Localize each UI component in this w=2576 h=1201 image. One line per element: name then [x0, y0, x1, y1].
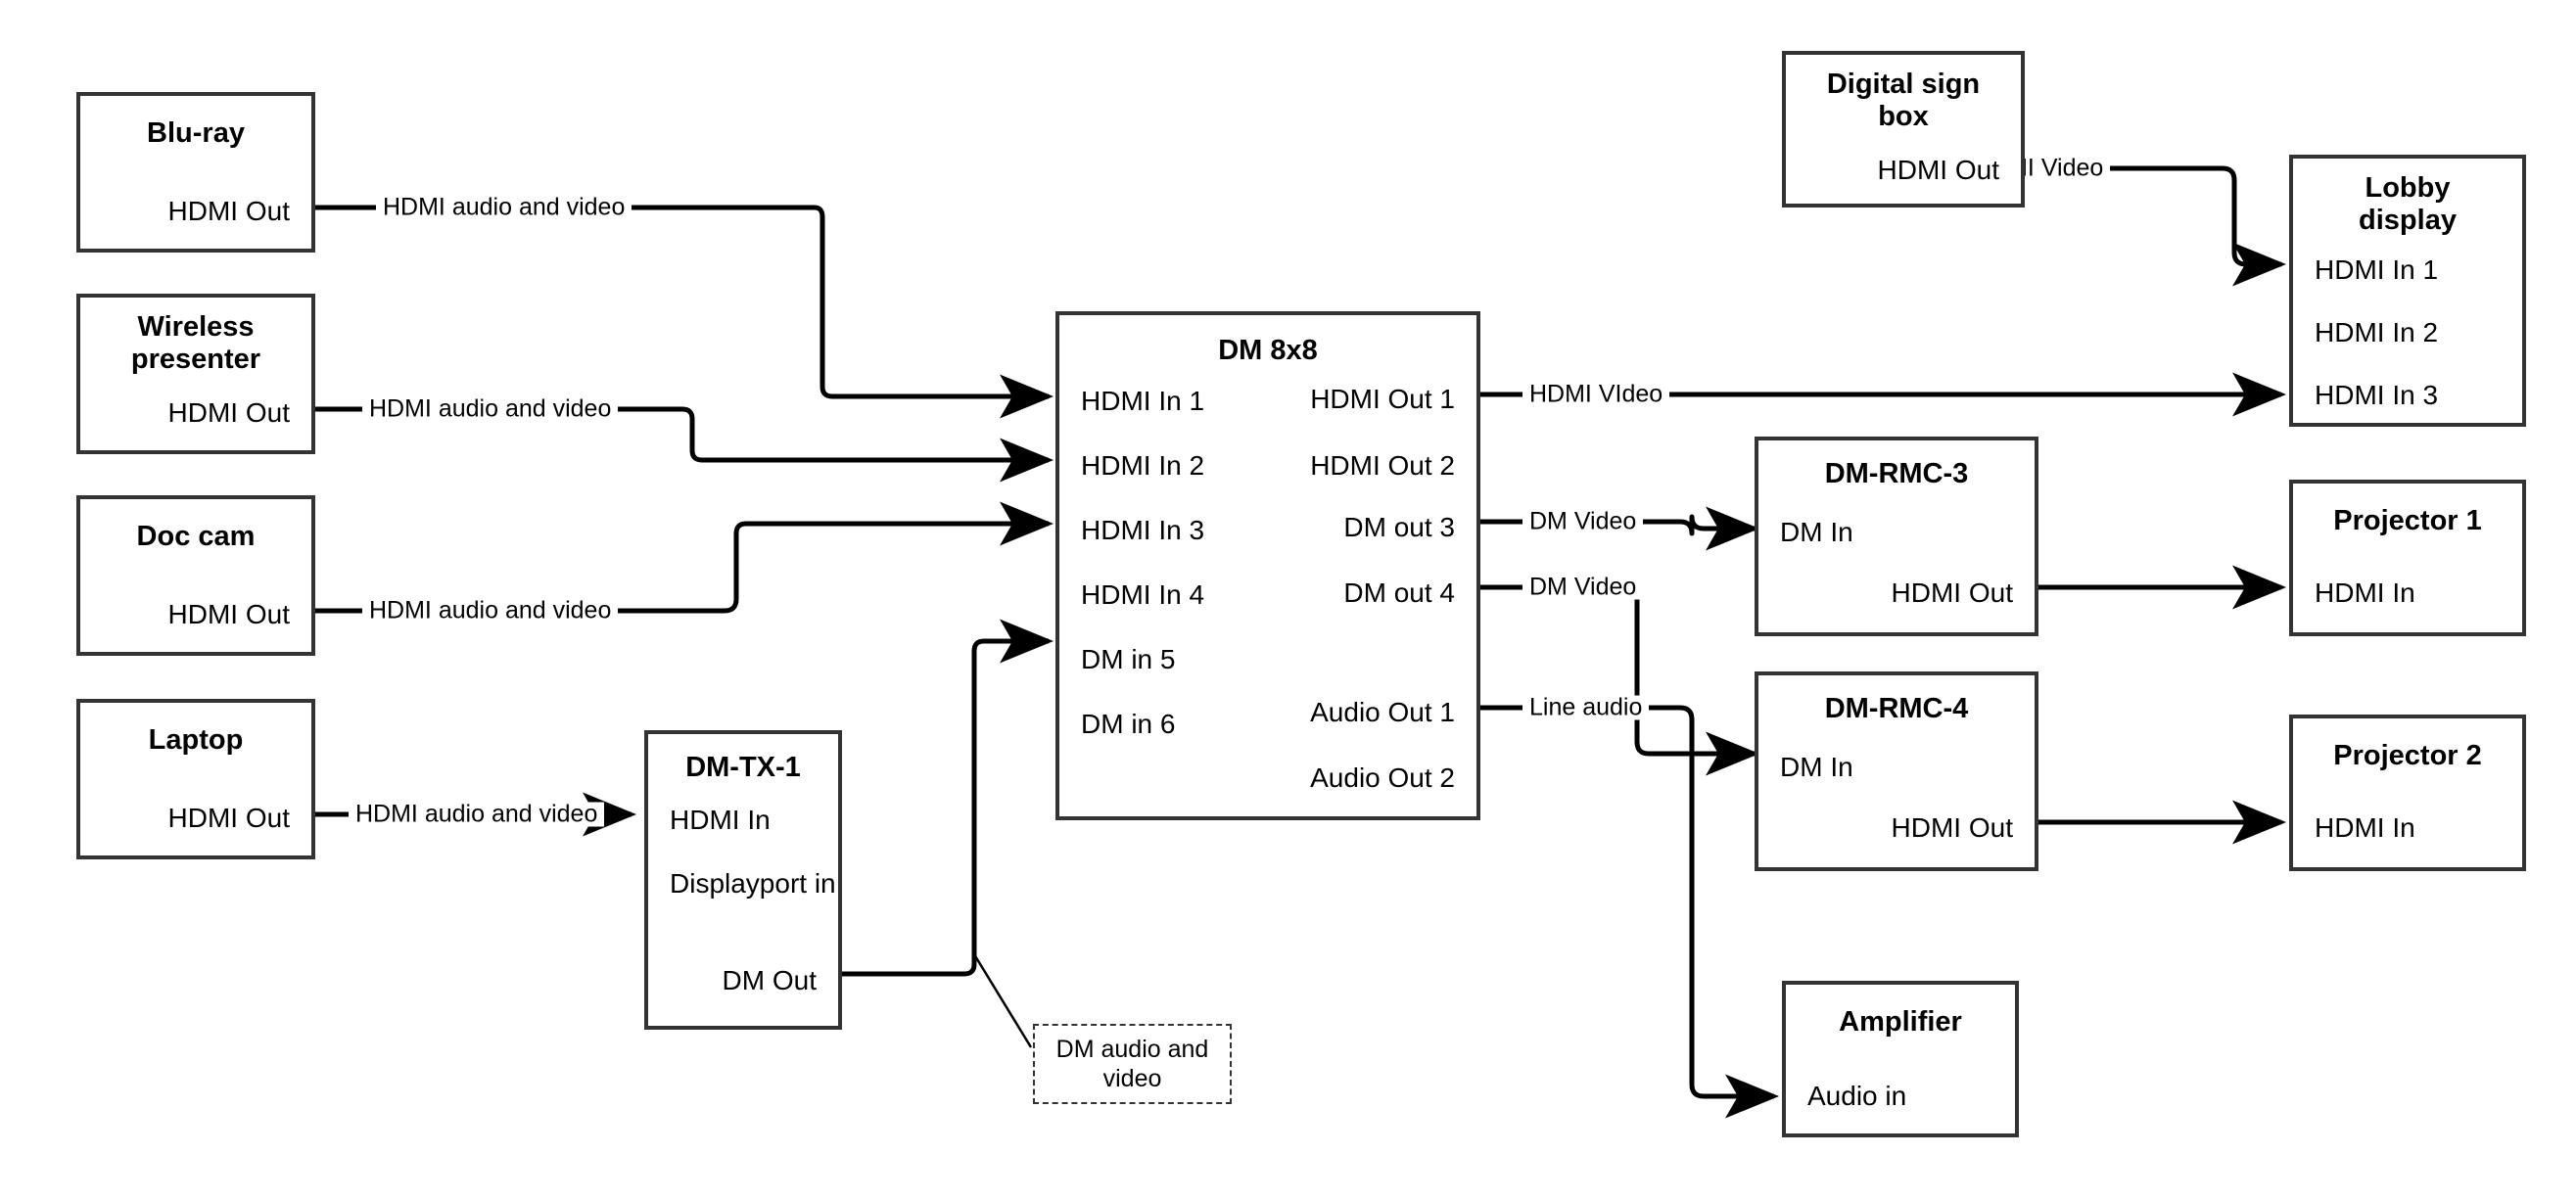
- callout-dm-audio-and-video: DM audio and video: [1033, 1024, 1232, 1104]
- node-projector-2[interactable]: Projector 2 HDMI In: [2289, 715, 2526, 871]
- node-amplifier[interactable]: Amplifier Audio in: [1782, 981, 2019, 1137]
- port-dm-out[interactable]: DM Out: [722, 965, 817, 995]
- node-dm-8x8[interactable]: DM 8x8 HDMI In 1 HDMI In 2 HDMI In 3 HDM…: [1055, 311, 1480, 820]
- wire-label-audio-out-1: Line audio: [1522, 695, 1650, 720]
- node-title: DM-RMC-4: [1824, 693, 1969, 724]
- node-title: Laptop: [148, 724, 244, 756]
- node-title: Lobby display: [2359, 172, 2457, 237]
- port-displayport-in[interactable]: Displayport in: [670, 868, 836, 899]
- port-dm-in-5[interactable]: DM in 5: [1081, 644, 1176, 674]
- wire-label-dm-out-4: DM Video: [1522, 575, 1644, 600]
- wire-label-bluray: HDMI audio and video: [376, 195, 632, 220]
- port-hdmi-in-2[interactable]: HDMI In 2: [1081, 450, 1205, 481]
- port-hdmi-out-1[interactable]: HDMI Out 1: [1310, 384, 1455, 414]
- node-dm-rmc-3[interactable]: DM-RMC-3 DM In HDMI Out: [1755, 437, 2038, 636]
- wire-label-hdmi-out-1: HDMI VIdeo: [1522, 382, 1670, 407]
- wire-label-wireless: HDMI audio and video: [362, 396, 619, 422]
- port-hdmi-out[interactable]: HDMI Out: [167, 397, 290, 428]
- node-title: DM 8x8: [1218, 335, 1318, 366]
- node-wireless-presenter[interactable]: Wireless presenter HDMI Out: [76, 294, 315, 454]
- wire-label-laptop: HDMI audio and video: [349, 802, 605, 827]
- port-hdmi-out-2[interactable]: HDMI Out 2: [1310, 450, 1455, 481]
- node-laptop[interactable]: Laptop HDMI Out: [76, 699, 315, 859]
- node-dm-rmc-4[interactable]: DM-RMC-4 DM In HDMI Out: [1755, 671, 2038, 871]
- node-title: Projector 2: [2333, 740, 2482, 771]
- port-hdmi-in-3[interactable]: HDMI In 3: [1081, 515, 1205, 545]
- wire-dmtx1-to-dm8x8: [842, 619, 1054, 977]
- port-hdmi-in[interactable]: HDMI In: [2315, 812, 2415, 843]
- port-hdmi-in-1[interactable]: HDMI In 1: [1081, 386, 1205, 416]
- port-hdmi-out[interactable]: HDMI Out: [1891, 577, 2013, 608]
- wire-bluray-to-dm8x8: [315, 205, 1054, 419]
- port-audio-out-1[interactable]: Audio Out 1: [1310, 697, 1455, 727]
- port-dm-in[interactable]: DM In: [1780, 517, 1853, 547]
- node-doc-cam[interactable]: Doc cam HDMI Out: [76, 495, 315, 656]
- port-hdmi-in-1[interactable]: HDMI In 1: [2315, 254, 2439, 285]
- port-hdmi-in[interactable]: HDMI In: [2315, 577, 2415, 608]
- port-hdmi-in-2[interactable]: HDMI In 2: [2315, 317, 2439, 347]
- wire-dm8x8-out4-to-rmc4: [1480, 584, 1759, 776]
- port-hdmi-out[interactable]: HDMI Out: [167, 599, 290, 629]
- port-hdmi-out[interactable]: HDMI Out: [167, 196, 290, 226]
- node-blu-ray[interactable]: Blu-ray HDMI Out: [76, 92, 315, 253]
- port-hdmi-out[interactable]: HDMI Out: [167, 803, 290, 833]
- node-title: DM-RMC-3: [1824, 458, 1969, 489]
- node-title: Blu-ray: [147, 117, 245, 149]
- node-title: DM-TX-1: [685, 752, 801, 783]
- port-hdmi-in-3[interactable]: HDMI In 3: [2315, 380, 2439, 410]
- port-hdmi-out[interactable]: HDMI Out: [1877, 155, 1999, 185]
- wire-dm8x8-audio1-to-amplifier: [1480, 705, 1779, 1119]
- port-hdmi-in[interactable]: HDMI In: [670, 805, 771, 835]
- node-title: Doc cam: [136, 521, 256, 552]
- node-title: Projector 1: [2333, 505, 2482, 536]
- node-digital-sign-box[interactable]: Digital sign box HDMI Out: [1782, 51, 2025, 208]
- node-dm-tx-1[interactable]: DM-TX-1 HDMI In Displayport in DM Out: [644, 730, 842, 1030]
- port-hdmi-out[interactable]: HDMI Out: [1891, 812, 2013, 843]
- port-dm-out-3[interactable]: DM out 3: [1343, 512, 1455, 542]
- wire-label-doccam: HDMI audio and video: [362, 598, 619, 624]
- port-dm-in[interactable]: DM In: [1780, 752, 1853, 782]
- wire-label-dm-out-3: DM Video: [1522, 509, 1644, 534]
- port-hdmi-in-4[interactable]: HDMI In 4: [1081, 579, 1205, 610]
- node-title: Amplifier: [1839, 1006, 1962, 1038]
- port-dm-in-6[interactable]: DM in 6: [1081, 709, 1176, 739]
- node-title: Digital sign box: [1826, 69, 1981, 133]
- node-lobby-display[interactable]: Lobby display HDMI In 1 HDMI In 2 HDMI I…: [2289, 155, 2526, 427]
- port-audio-in[interactable]: Audio in: [1807, 1081, 1907, 1111]
- port-dm-out-4[interactable]: DM out 4: [1343, 577, 1455, 608]
- callout-leader-line: [972, 953, 1033, 1048]
- node-projector-1[interactable]: Projector 1 HDMI In: [2289, 480, 2526, 636]
- node-title: Wireless presenter: [130, 311, 261, 376]
- port-audio-out-2[interactable]: Audio Out 2: [1310, 762, 1455, 793]
